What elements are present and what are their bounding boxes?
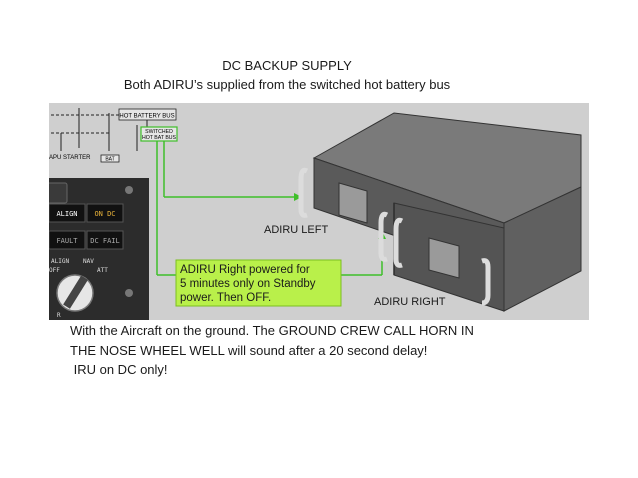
knob-att-label: ATT [97,267,108,274]
align-button-label: ALIGN [56,210,77,218]
adiru-units [298,112,582,312]
bus-schematic: HOT BATTERY BUS SWITCHED HOT BAT BUS APU… [49,108,178,163]
callout-line-1: ADIRU Right powered for [180,264,310,276]
bat-label: BAT [105,157,114,163]
knob-nav-label: NAV [83,258,94,265]
switched-label-2: HOT BAT BUS [142,135,177,141]
adiru-left-label: ADIRU LEFT [264,224,328,236]
adiru-diagram: HOT BATTERY BUS SWITCHED HOT BAT BUS APU… [49,103,589,320]
apu-starter-label: APU STARTER [49,155,91,161]
knob-r-label: R [57,312,61,319]
on-dc-button-label: ON DC [94,210,115,218]
knob-off-label: OFF [49,267,60,274]
switched-label-1: SWITCHED [145,129,173,135]
heading-title: DC BACKUP SUPPLY [222,58,352,73]
standby-power-callout: ADIRU Right powered for 5 minutes only o… [175,259,342,307]
green-wires [156,141,386,276]
irs-control-panel: ALIGN ON DC FAULT DC FAIL ALIGN NAV OFF … [49,178,149,320]
callout-line-2: 5 minutes only on Standby [180,278,316,290]
knob-align-label: ALIGN [51,258,69,265]
note-line-1: With the Aircraft on the ground. The GRO… [70,323,474,338]
note-line-3: IRU on DC only! [70,362,168,377]
hot-battery-bus-label: HOT BATTERY BUS [119,114,174,120]
adiru-right-label: ADIRU RIGHT [374,296,446,308]
heading-subtitle: Both ADIRU’s supplied from the switched … [123,77,451,92]
callout-line-3: power. Then OFF. [180,292,271,304]
fault-button-label: FAULT [56,237,78,245]
note-line-2: THE NOSE WHEEL WELL will sound after a 2… [70,343,428,358]
dc-fail-button-label: DC FAIL [90,237,120,245]
